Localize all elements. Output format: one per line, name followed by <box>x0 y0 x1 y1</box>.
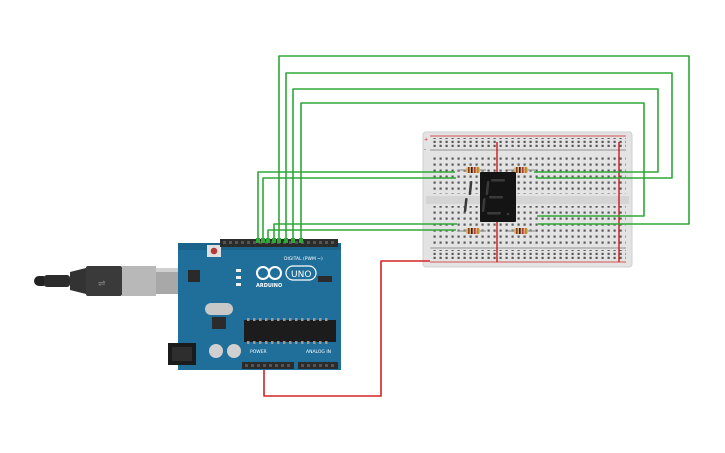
wire-pin-2 <box>262 177 456 240</box>
analog-header[interactable] <box>298 362 338 369</box>
breadboard[interactable]: + - <box>422 131 633 268</box>
wire-pin-1 <box>257 171 455 240</box>
signal-wires[interactable] <box>257 55 690 240</box>
usb-cable-icon[interactable]: ⇌ <box>34 266 182 296</box>
terminal-strip-top[interactable] <box>430 156 626 194</box>
capacitor <box>209 344 223 358</box>
analog-label: ANALOG IN <box>306 349 331 355</box>
digital-label: DIGITAL (PWM ~) <box>284 256 323 262</box>
arduino-uno-board[interactable]: DIGITAL (PWM ~) UNO ARDUINO <box>168 239 341 370</box>
header-wire-ends <box>256 238 303 243</box>
capacitor <box>227 344 241 358</box>
wire-pin-8 <box>300 102 645 240</box>
power-label: POWER <box>250 349 267 355</box>
infinity-logo-icon <box>256 266 282 280</box>
rail-mark-plus: + <box>424 137 428 143</box>
top-power-rail[interactable] <box>430 138 626 148</box>
resistor-bottom-left[interactable] <box>458 228 486 234</box>
wire-pin-5 <box>278 55 690 240</box>
crystal-oscillator <box>205 303 233 315</box>
led-tx <box>236 269 241 272</box>
bottom-power-rail[interactable] <box>430 250 626 260</box>
led-rx <box>236 276 241 279</box>
segment-digit-8 <box>463 179 510 216</box>
power-wire-5v[interactable] <box>263 260 430 397</box>
led-l <box>236 283 241 286</box>
terminal-strip-bottom[interactable] <box>430 206 626 244</box>
resistor-top-right[interactable] <box>508 167 536 173</box>
board-brand: ARDUINO <box>256 283 282 289</box>
wire-pin-3 <box>267 229 456 240</box>
atmega-chip <box>244 320 336 342</box>
wire-pin-4 <box>273 223 457 240</box>
wire-pin-7 <box>292 88 659 240</box>
seven-segment-display[interactable] <box>463 172 516 222</box>
board-model: UNO <box>291 270 311 280</box>
wire-pin-6 <box>285 72 673 240</box>
rail-mark-minus: - <box>424 147 426 153</box>
resistor-top-left[interactable] <box>458 167 486 173</box>
power-header[interactable] <box>242 362 294 369</box>
svg-text:⇌: ⇌ <box>98 279 106 289</box>
resistor-bottom-right[interactable] <box>508 228 536 234</box>
